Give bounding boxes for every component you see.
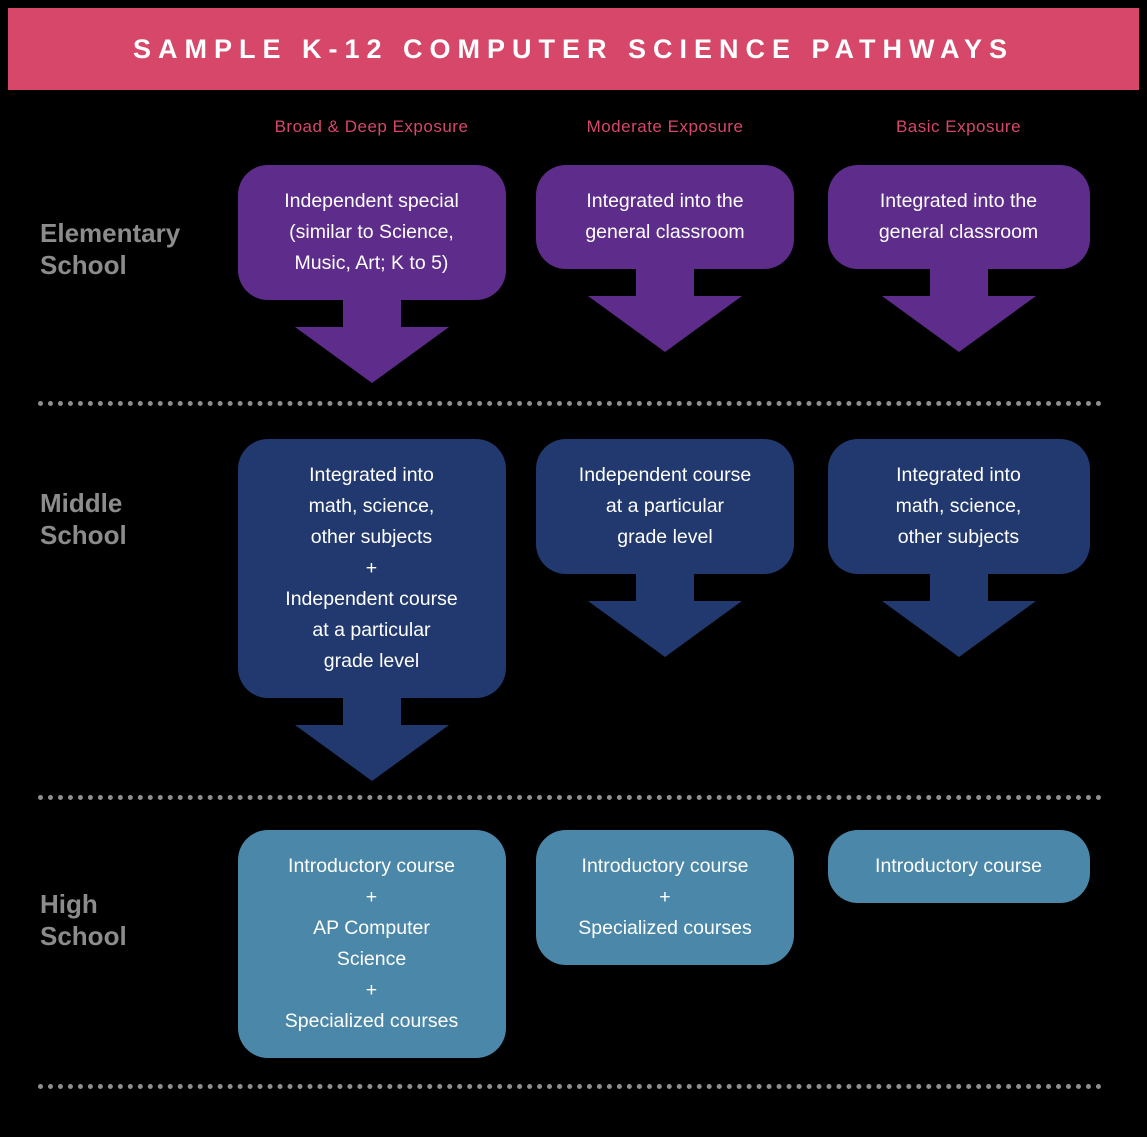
middle-basic-cell: Integrated into math, science, other sub… (815, 439, 1102, 657)
elementary-broad-deep-cell: Independent special (similar to Science,… (228, 165, 515, 383)
arrow-head (881, 296, 1036, 352)
down-arrow-icon (588, 269, 742, 352)
pathway-box: Integrated into math, science, other sub… (237, 439, 506, 698)
title-bar: SAMPLE K-12 COMPUTER SCIENCE PATHWAYS (8, 8, 1139, 90)
column-header-spacer (0, 117, 228, 137)
high-basic-cell: Introductory course (815, 830, 1102, 903)
arrow-head (881, 601, 1036, 657)
middle-broad-deep-cell: Integrated into math, science, other sub… (228, 439, 515, 781)
pathway-box-text: Integrated into the general classroom (585, 190, 745, 243)
high-broad-deep-cell: Introductory course + AP Computer Scienc… (228, 830, 515, 1058)
elementary-basic-cell: Integrated into the general classroom (815, 165, 1102, 352)
pathway-box-text: Independent course at a particular grade… (578, 464, 752, 548)
elementary-school-row: Elementary School Independent special (s… (0, 165, 1147, 383)
column-headers: Broad & Deep Exposure Moderate Exposure … (0, 90, 1147, 137)
arrow-stem (342, 698, 401, 725)
pathway-box: Integrated into math, science, other sub… (827, 439, 1090, 574)
arrow-head (588, 601, 742, 657)
pathway-box: Introductory course + Specialized course… (536, 830, 794, 965)
row-label-high: High School (40, 889, 127, 951)
column-header-basic: Basic Exposure (895, 117, 1022, 136)
arrow-head (294, 725, 449, 781)
middle-moderate-cell: Independent course at a particular grade… (515, 439, 815, 657)
down-arrow-icon (294, 698, 449, 781)
down-arrow-icon (588, 574, 742, 657)
arrow-stem (636, 574, 694, 601)
pathway-box: Independent special (similar to Science,… (237, 165, 506, 300)
pathway-box-text: Introductory course (875, 855, 1042, 877)
middle-school-row: Middle School Integrated into math, scie… (0, 439, 1147, 781)
arrow-stem (342, 300, 401, 327)
row-label-middle: Middle School (40, 488, 127, 550)
pathway-box-text: Introductory course + AP Computer Scienc… (284, 855, 459, 1032)
down-arrow-icon (294, 300, 449, 383)
high-school-row: High School Introductory course + AP Com… (0, 830, 1147, 1058)
column-header-broad-deep: Broad & Deep Exposure (274, 117, 469, 136)
dotted-divider (38, 401, 1102, 406)
arrow-head (588, 296, 742, 352)
down-arrow-icon (881, 269, 1036, 352)
pathway-box-text: Integrated into the general classroom (878, 190, 1039, 243)
column-header-moderate: Moderate Exposure (586, 117, 744, 136)
elementary-moderate-cell: Integrated into the general classroom (515, 165, 815, 352)
arrow-head (294, 327, 449, 383)
pathway-box: Introductory course (827, 830, 1090, 903)
down-arrow-icon (881, 574, 1036, 657)
pathway-box: Integrated into the general classroom (536, 165, 794, 269)
pathway-box: Independent course at a particular grade… (536, 439, 794, 574)
pathway-box-text: Integrated into math, science, other sub… (285, 464, 458, 672)
arrow-stem (636, 269, 694, 296)
pathway-box-text: Integrated into math, science, other sub… (895, 464, 1022, 548)
page-title: SAMPLE K-12 COMPUTER SCIENCE PATHWAYS (132, 33, 1015, 64)
pathway-box-text: Independent special (similar to Science,… (284, 190, 459, 274)
dotted-divider (38, 795, 1102, 800)
pathway-box: Introductory course + AP Computer Scienc… (237, 830, 506, 1058)
arrow-stem (929, 574, 988, 601)
high-moderate-cell: Introductory course + Specialized course… (515, 830, 815, 965)
arrow-stem (929, 269, 988, 296)
pathways-diagram: SAMPLE K-12 COMPUTER SCIENCE PATHWAYS Br… (0, 8, 1147, 1137)
dotted-divider (38, 1084, 1102, 1089)
row-label-elementary: Elementary School (40, 218, 181, 280)
pathway-box-text: Introductory course + Specialized course… (578, 855, 752, 939)
pathway-box: Integrated into the general classroom (827, 165, 1090, 269)
